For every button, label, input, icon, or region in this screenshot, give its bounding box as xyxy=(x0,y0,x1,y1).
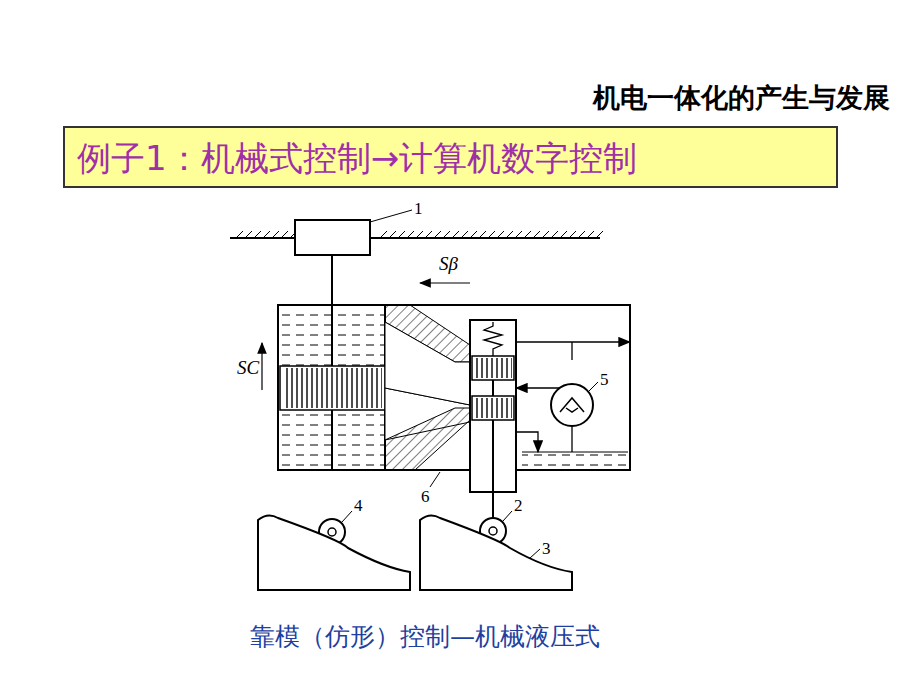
callout-number: 5 xyxy=(599,371,610,388)
slide-heading: 机电一体化的产生与发展 xyxy=(593,80,890,116)
figure-caption: 靠模（仿形）控制—机械液压式 xyxy=(250,620,600,653)
motion-symbol: SC xyxy=(236,358,260,377)
banner-text: 例子1：机械式控制→计算机数字控制 xyxy=(77,138,637,178)
callout-number: 6 xyxy=(420,488,431,505)
callout-number: 3 xyxy=(541,540,552,557)
callout-number: 2 xyxy=(513,497,524,514)
callout-number: 1 xyxy=(413,200,424,217)
callout-number: 4 xyxy=(353,497,364,514)
example-banner: 例子1：机械式控制→计算机数字控制 xyxy=(63,126,838,188)
motion-symbol: Sβ xyxy=(438,254,459,273)
